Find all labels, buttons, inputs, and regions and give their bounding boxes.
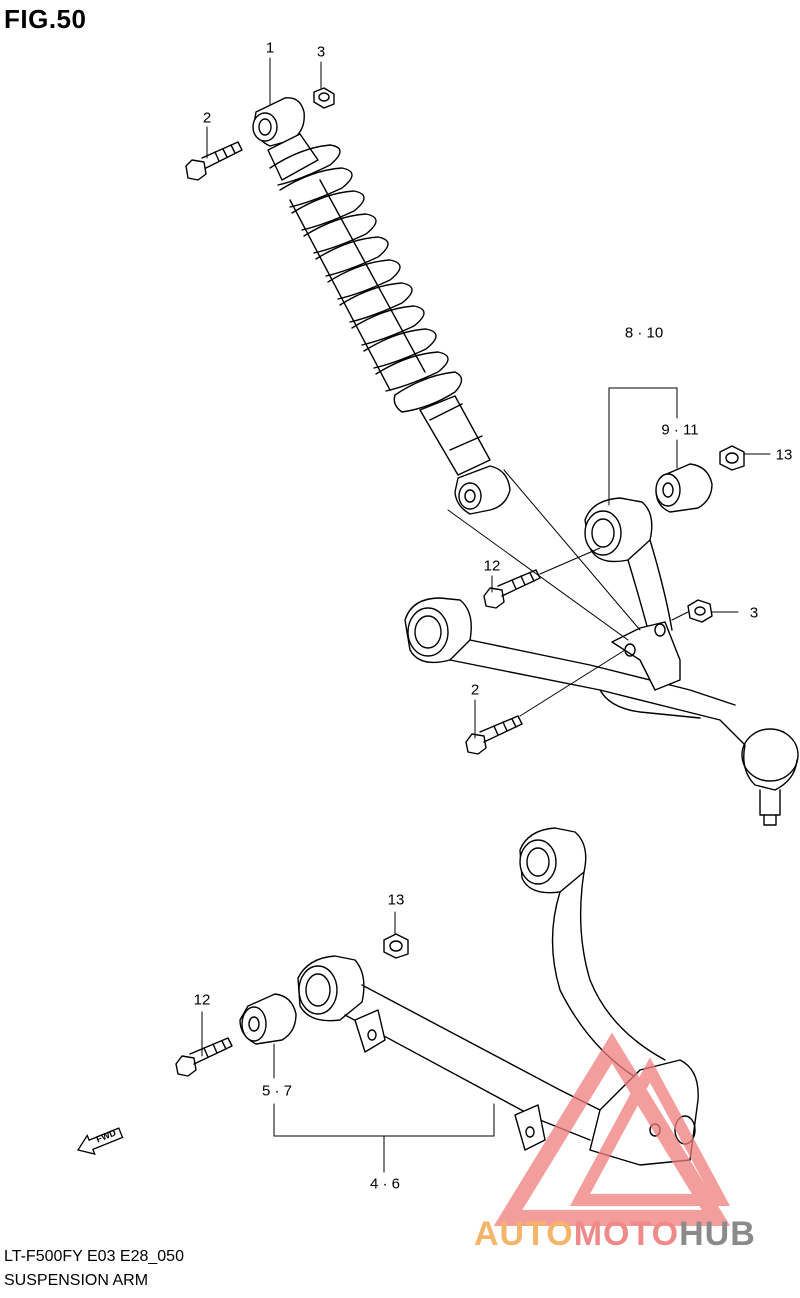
watermark-text: AUTOMOTOHUB bbox=[474, 1215, 756, 1254]
callout-4-6: 4 · 6 bbox=[369, 1175, 401, 1193]
bushing-part-5-7 bbox=[239, 993, 297, 1045]
callout-12: 12 bbox=[483, 557, 501, 575]
fwd-arrow-icon bbox=[76, 1127, 124, 1155]
nut-part-3-middle bbox=[687, 599, 713, 623]
callout-2: 2 bbox=[470, 681, 480, 699]
callout-8-10: 8 · 10 bbox=[624, 324, 664, 342]
lower-arm-assembly bbox=[297, 827, 699, 1166]
bolt-part-2-middle bbox=[465, 715, 523, 755]
footer-model-code: LT-F500FY E03 E28_050 bbox=[4, 1248, 184, 1265]
callout-9-11: 9 · 11 bbox=[661, 421, 699, 439]
coil-spring bbox=[269, 144, 449, 392]
upper-arm-assembly bbox=[404, 497, 799, 826]
figure-title: FIG.50 bbox=[4, 4, 87, 34]
watermark-logo-icon bbox=[493, 1032, 731, 1226]
bushing-part-9-11 bbox=[655, 463, 713, 513]
callout-2: 2 bbox=[202, 109, 212, 127]
nut-part-3-top bbox=[313, 87, 335, 109]
callout-13: 13 bbox=[775, 446, 793, 464]
shock-absorber-part bbox=[252, 97, 511, 515]
footer-figure-name: SUSPENSION ARM bbox=[4, 1272, 149, 1289]
watermark-part-a: AUTO bbox=[474, 1215, 574, 1253]
nut-part-13-bottom bbox=[383, 933, 409, 959]
callout-5-7: 5 · 7 bbox=[261, 1082, 293, 1100]
watermark-part-c: HUB bbox=[679, 1215, 756, 1253]
callout-3: 3 bbox=[749, 604, 759, 622]
callout-1: 1 bbox=[265, 39, 275, 57]
leader-lines bbox=[201, 57, 771, 1173]
watermark-part-b: MOTO bbox=[573, 1215, 680, 1253]
bolt-part-12-top bbox=[483, 569, 541, 609]
nut-part-13-top bbox=[719, 445, 745, 471]
callout-3: 3 bbox=[316, 43, 326, 61]
callout-13: 13 bbox=[387, 891, 405, 909]
bolt-part-2-top bbox=[185, 141, 243, 181]
bolt-part-12-bottom bbox=[175, 1037, 233, 1077]
callout-12: 12 bbox=[193, 991, 211, 1009]
